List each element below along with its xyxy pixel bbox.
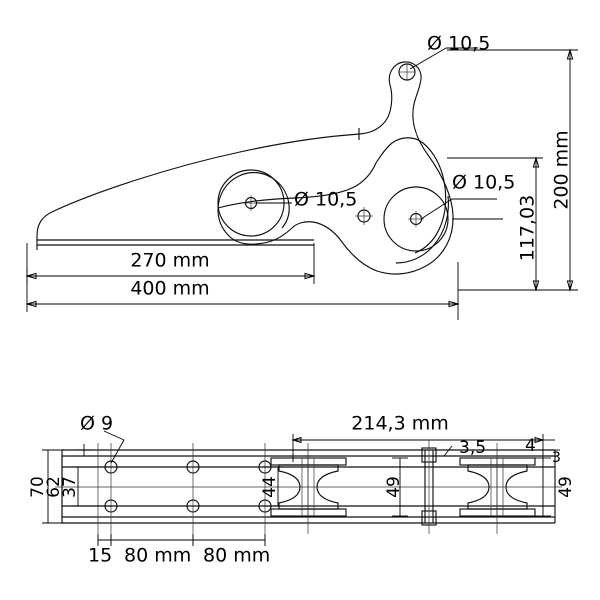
label-width-overall: 70	[28, 476, 48, 498]
dim-400-arrow-right	[449, 301, 458, 306]
side-view-group: Ø 10,5 Ø 10,5 Ø 10,5 200 mm 117,03	[27, 33, 578, 320]
label-pitch-1: 80 mm	[124, 545, 191, 567]
leader-top-hole	[409, 47, 447, 70]
label-hole-9: Ø 9	[80, 413, 113, 435]
label-roller-width-left: 49	[384, 476, 404, 498]
label-offset-15: 15	[88, 545, 112, 567]
label-hole-middle: Ø 10,5	[294, 189, 357, 211]
dim-117-arrow-bottom	[533, 281, 538, 290]
label-height-overall: 200 mm	[551, 130, 573, 209]
label-hole-right: Ø 10,5	[452, 172, 515, 194]
label-roller-width-right: 49	[556, 476, 576, 498]
label-edge-b: 3	[552, 450, 561, 466]
dim-270-arrow-right	[305, 273, 314, 278]
label-hole-top: Ø 10,5	[427, 33, 490, 55]
plan-mid-bolt	[421, 440, 437, 534]
plan-left-roller-profile	[278, 464, 339, 510]
side-neck-contour	[217, 162, 377, 209]
top-view-group: Ø 9 70 62 37 44 4	[28, 413, 576, 567]
label-hole-spacing-transverse: 37	[60, 476, 80, 498]
label-roller-span: 214,3 mm	[351, 413, 448, 435]
leader-right-hole	[420, 198, 453, 220]
plan-right-roller	[459, 443, 536, 534]
label-length-overall: 400 mm	[130, 278, 209, 300]
leader-hole9-shelf	[103, 430, 125, 441]
plan-right-roller-cap-top	[459, 457, 536, 466]
dim-400-arrow-left	[27, 301, 36, 306]
side-right-roller-circle	[383, 186, 449, 252]
dim-117-arrow-top	[533, 158, 538, 167]
side-body-lower-contour	[217, 175, 293, 245]
label-plate-thickness: 3,5	[459, 438, 486, 458]
plan-left-roller-cap-bottom	[270, 508, 347, 517]
side-head-inner-contour	[375, 137, 447, 254]
leader-35	[443, 445, 453, 457]
dim-214-arrow-right	[535, 438, 543, 443]
label-length-inner: 270 mm	[130, 250, 209, 272]
label-pitch-2: 80 mm	[203, 545, 270, 567]
label-height-partial: 117,03	[517, 195, 539, 261]
label-edge-a: 4	[525, 436, 536, 456]
label-roller-gap-left: 44	[260, 476, 280, 498]
dim-214-arrow-left	[293, 438, 301, 443]
plan-left-roller-cap-top	[270, 457, 347, 466]
plan-right-roller-cap-bottom	[459, 508, 536, 517]
side-pocket-upper-contour	[238, 171, 290, 229]
dim-200-arrow-top	[567, 50, 572, 59]
leader-hole9	[110, 439, 125, 464]
label-width-inner: 62	[44, 476, 64, 498]
dim-200-arrow-bottom	[567, 281, 572, 290]
dim-270-arrow-left	[27, 273, 36, 278]
plan-left-roller	[270, 443, 347, 534]
plan-right-roller-profile	[467, 464, 528, 510]
side-body-outline	[36, 61, 454, 275]
